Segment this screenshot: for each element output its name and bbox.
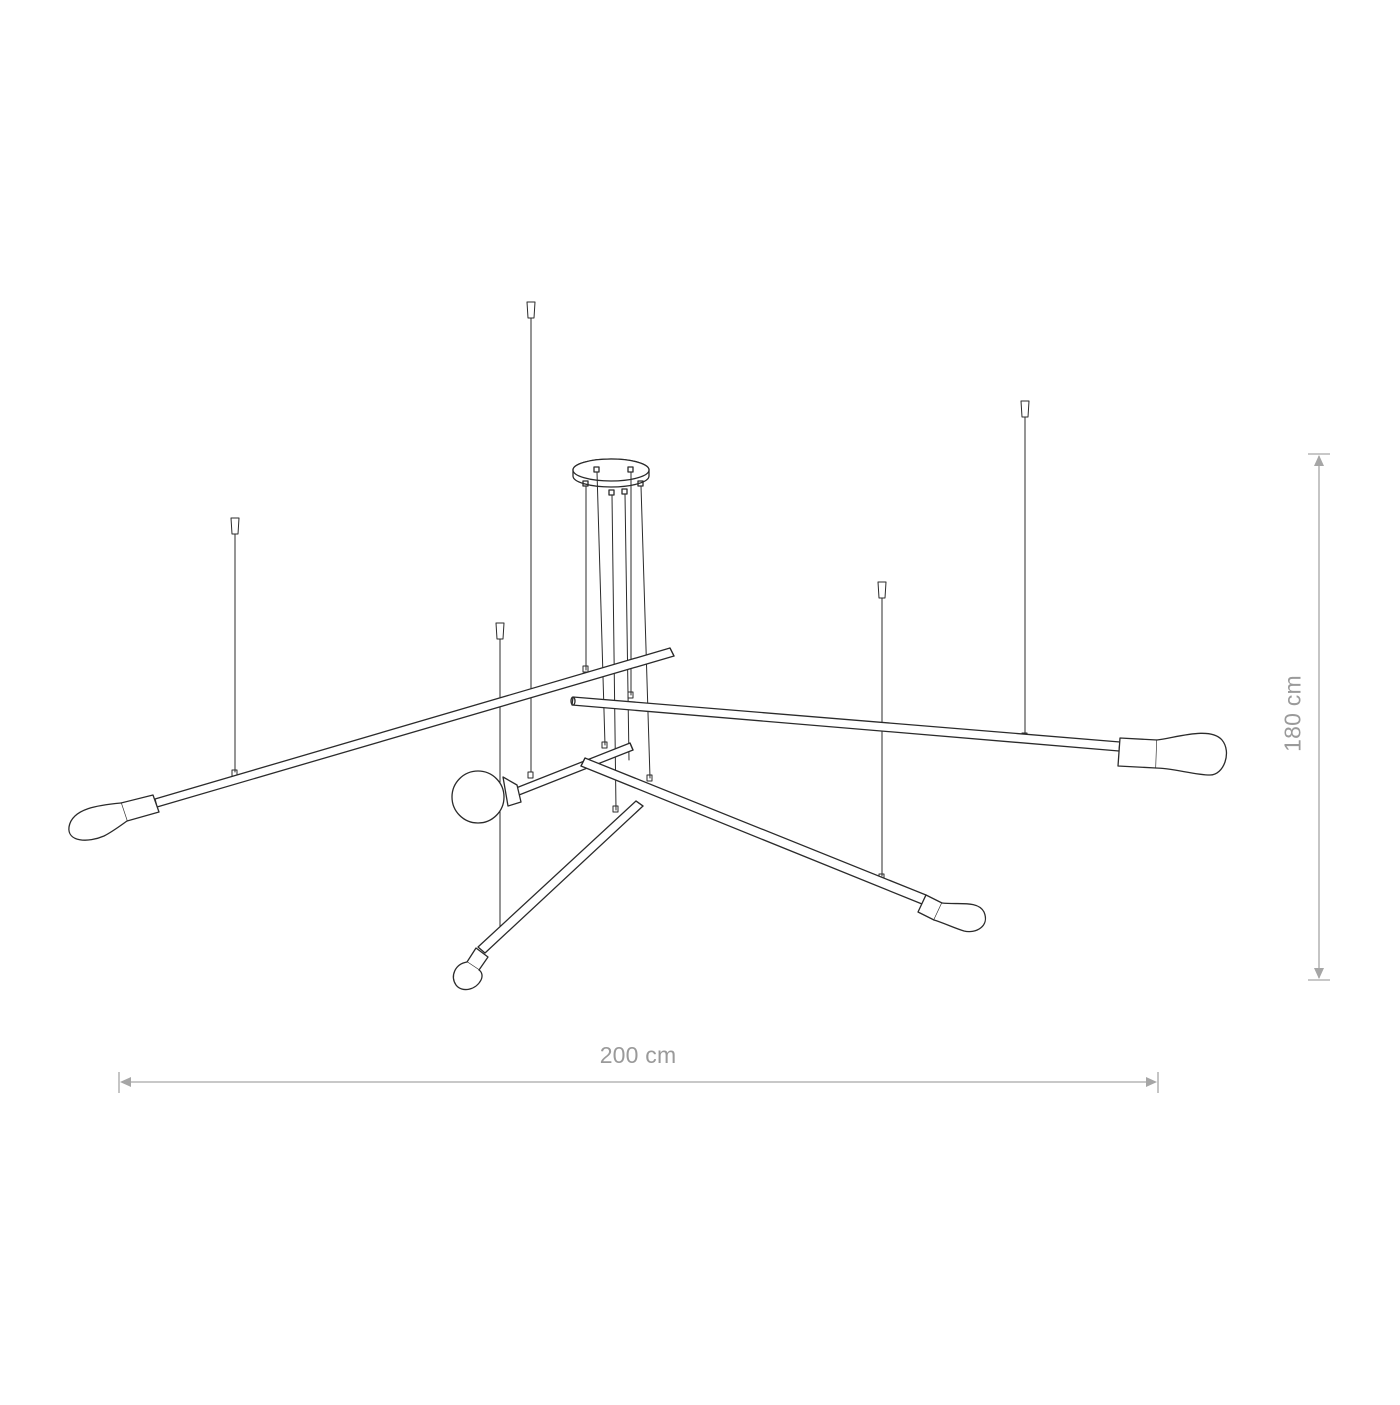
arm-lower-left <box>477 800 644 954</box>
bulb-globe-icon <box>451 770 522 824</box>
suspension-wires <box>230 301 1030 938</box>
height-dimension-label: 180 cm <box>1279 675 1306 752</box>
bulb-lower-left-icon <box>452 947 489 991</box>
bulb-lower-right-icon <box>917 894 987 933</box>
height-dimension-line <box>1308 453 1330 981</box>
bulb-right-icon <box>1117 732 1227 776</box>
arm-lower-right <box>580 757 927 905</box>
ceiling-canopy <box>572 458 650 496</box>
width-dimension-line <box>118 1072 1159 1093</box>
width-dimension-label: 200 cm <box>599 1042 677 1068</box>
bulb-left-icon <box>68 794 160 841</box>
arm-left <box>154 647 675 808</box>
arm-right <box>570 696 1121 752</box>
